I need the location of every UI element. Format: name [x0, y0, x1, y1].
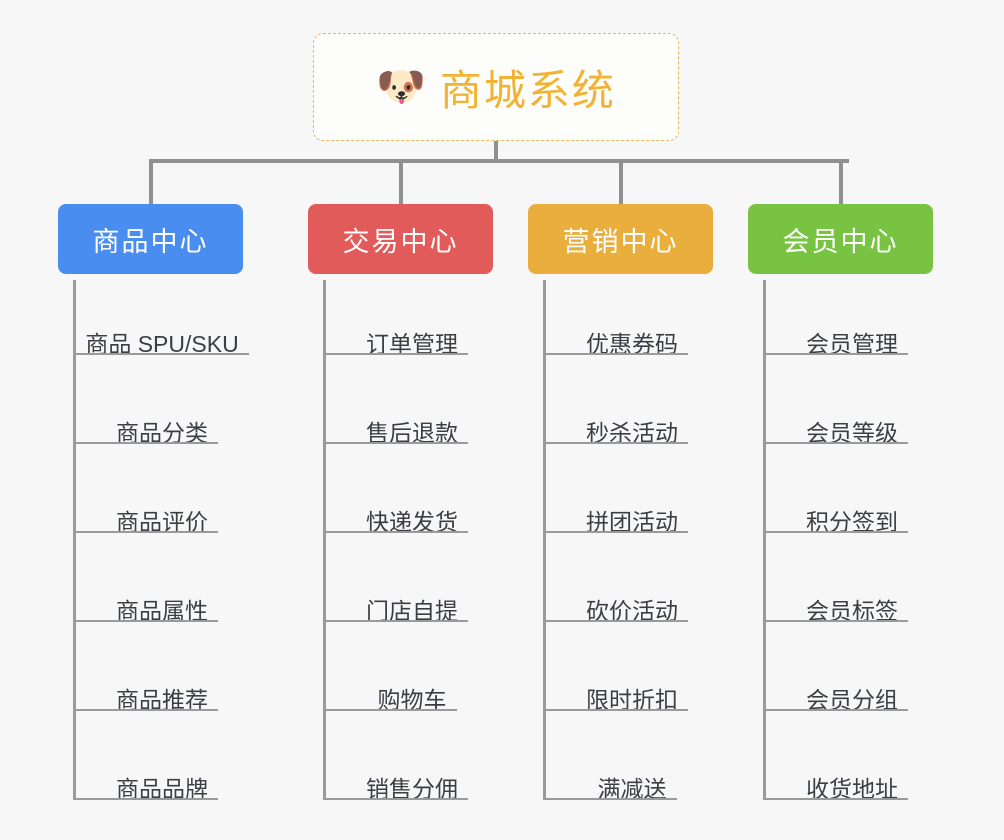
leaf-item-label: 商品推荐 [116, 686, 208, 713]
leaf-underline [543, 531, 688, 533]
leaf-underline [73, 798, 218, 800]
leaf-item[interactable]: 满减送 [551, 758, 713, 802]
leaf-item[interactable]: 商品 SPU/SKU [81, 313, 243, 357]
leaf-item[interactable]: 快递发货 [331, 491, 493, 535]
leaf-item-label: 秒杀活动 [586, 419, 678, 446]
leaf-underline [543, 709, 688, 711]
category-box-member-center[interactable]: 会员中心 [748, 204, 933, 274]
leaf-underline [323, 442, 468, 444]
leaf-item[interactable]: 优惠券码 [551, 313, 713, 357]
root-drop-connector [494, 141, 498, 163]
leaf-underline [73, 709, 218, 711]
leaf-item[interactable]: 商品分类 [81, 402, 243, 446]
leaf-item[interactable]: 销售分佣 [331, 758, 493, 802]
leaf-underline [763, 620, 908, 622]
leaf-underline [543, 353, 688, 355]
category-drop-connector [618, 159, 623, 204]
leaf-underline [543, 620, 688, 622]
leaf-item[interactable]: 商品评价 [81, 491, 243, 535]
leaf-item-label: 快递发货 [366, 508, 458, 535]
leaf-spine [73, 280, 76, 798]
leaf-item-label: 限时折扣 [586, 686, 678, 713]
leaf-item[interactable]: 砍价活动 [551, 580, 713, 624]
leaf-underline [543, 798, 677, 800]
leaf-item-label: 拼团活动 [586, 508, 678, 535]
category-label: 商品中心 [92, 226, 209, 257]
leaf-item-label: 商品评价 [116, 508, 208, 535]
leaf-spine [763, 280, 766, 798]
leaf-item-label: 会员等级 [806, 419, 898, 446]
leaf-underline [73, 442, 218, 444]
leaf-item-label: 商品属性 [116, 597, 208, 624]
leaf-spine [323, 280, 326, 798]
leaf-item[interactable]: 商品推荐 [81, 669, 243, 713]
leaf-underline [73, 353, 249, 355]
leaf-item-label: 销售分佣 [366, 775, 458, 802]
leaf-item[interactable]: 门店自提 [331, 580, 493, 624]
leaf-item-label: 商品 SPU/SKU [85, 330, 239, 357]
leaf-item-label: 购物车 [377, 686, 447, 713]
category-box-product-center[interactable]: 商品中心 [58, 204, 243, 274]
leaf-item[interactable]: 拼团活动 [551, 491, 713, 535]
root-node[interactable]: 🐶 商城系统 [313, 33, 679, 141]
leaf-item[interactable]: 秒杀活动 [551, 402, 713, 446]
leaf-underline [763, 709, 908, 711]
leaf-item-label: 积分签到 [806, 508, 898, 535]
leaf-item[interactable]: 商品品牌 [81, 758, 243, 802]
category-box-marketing-center[interactable]: 营销中心 [528, 204, 713, 274]
leaf-item-label: 售后退款 [366, 419, 458, 446]
category-label: 交易中心 [342, 226, 459, 257]
category-drop-connector [148, 159, 153, 204]
leaf-underline [763, 531, 908, 533]
leaf-item[interactable]: 收货地址 [771, 758, 933, 802]
category-bus-connector [149, 159, 849, 163]
leaf-item[interactable]: 会员等级 [771, 402, 933, 446]
leaf-item-label: 商品品牌 [116, 775, 208, 802]
leaf-item[interactable]: 会员管理 [771, 313, 933, 357]
leaf-underline [323, 531, 468, 533]
leaf-item-label: 满减送 [597, 775, 667, 802]
leaf-item-label: 门店自提 [366, 597, 458, 624]
leaf-underline [763, 353, 908, 355]
leaf-item[interactable]: 购物车 [331, 669, 493, 713]
leaf-item-label: 优惠券码 [586, 330, 678, 357]
leaf-item[interactable]: 会员分组 [771, 669, 933, 713]
leaf-item-label: 会员标签 [806, 597, 898, 624]
leaf-underline [323, 620, 468, 622]
leaf-underline [543, 442, 688, 444]
leaf-item-label: 收货地址 [806, 775, 898, 802]
leaf-item[interactable]: 限时折扣 [551, 669, 713, 713]
category-drop-connector [398, 159, 403, 204]
leaf-item[interactable]: 会员标签 [771, 580, 933, 624]
leaf-item-label: 订单管理 [366, 330, 458, 357]
category-label: 会员中心 [782, 226, 899, 257]
leaf-item[interactable]: 售后退款 [331, 402, 493, 446]
leaf-item[interactable]: 订单管理 [331, 313, 493, 357]
leaf-underline [323, 353, 468, 355]
leaf-item-label: 会员分组 [806, 686, 898, 713]
leaf-item-label: 商品分类 [116, 419, 208, 446]
leaf-item-label: 会员管理 [806, 330, 898, 357]
category-drop-connector [838, 159, 843, 204]
leaf-underline [763, 442, 908, 444]
leaf-underline [323, 798, 468, 800]
shiba-dog-face-icon: 🐶 [376, 65, 426, 109]
leaf-underline [763, 798, 908, 800]
category-label: 营销中心 [562, 226, 679, 257]
leaf-underline [323, 709, 457, 711]
category-box-trade-center[interactable]: 交易中心 [308, 204, 493, 274]
leaf-item[interactable]: 积分签到 [771, 491, 933, 535]
leaf-item-label: 砍价活动 [586, 597, 678, 624]
leaf-underline [73, 620, 218, 622]
leaf-underline [73, 531, 218, 533]
leaf-item[interactable]: 商品属性 [81, 580, 243, 624]
leaf-spine [543, 280, 546, 798]
root-title: 商城系统 [439, 66, 616, 114]
